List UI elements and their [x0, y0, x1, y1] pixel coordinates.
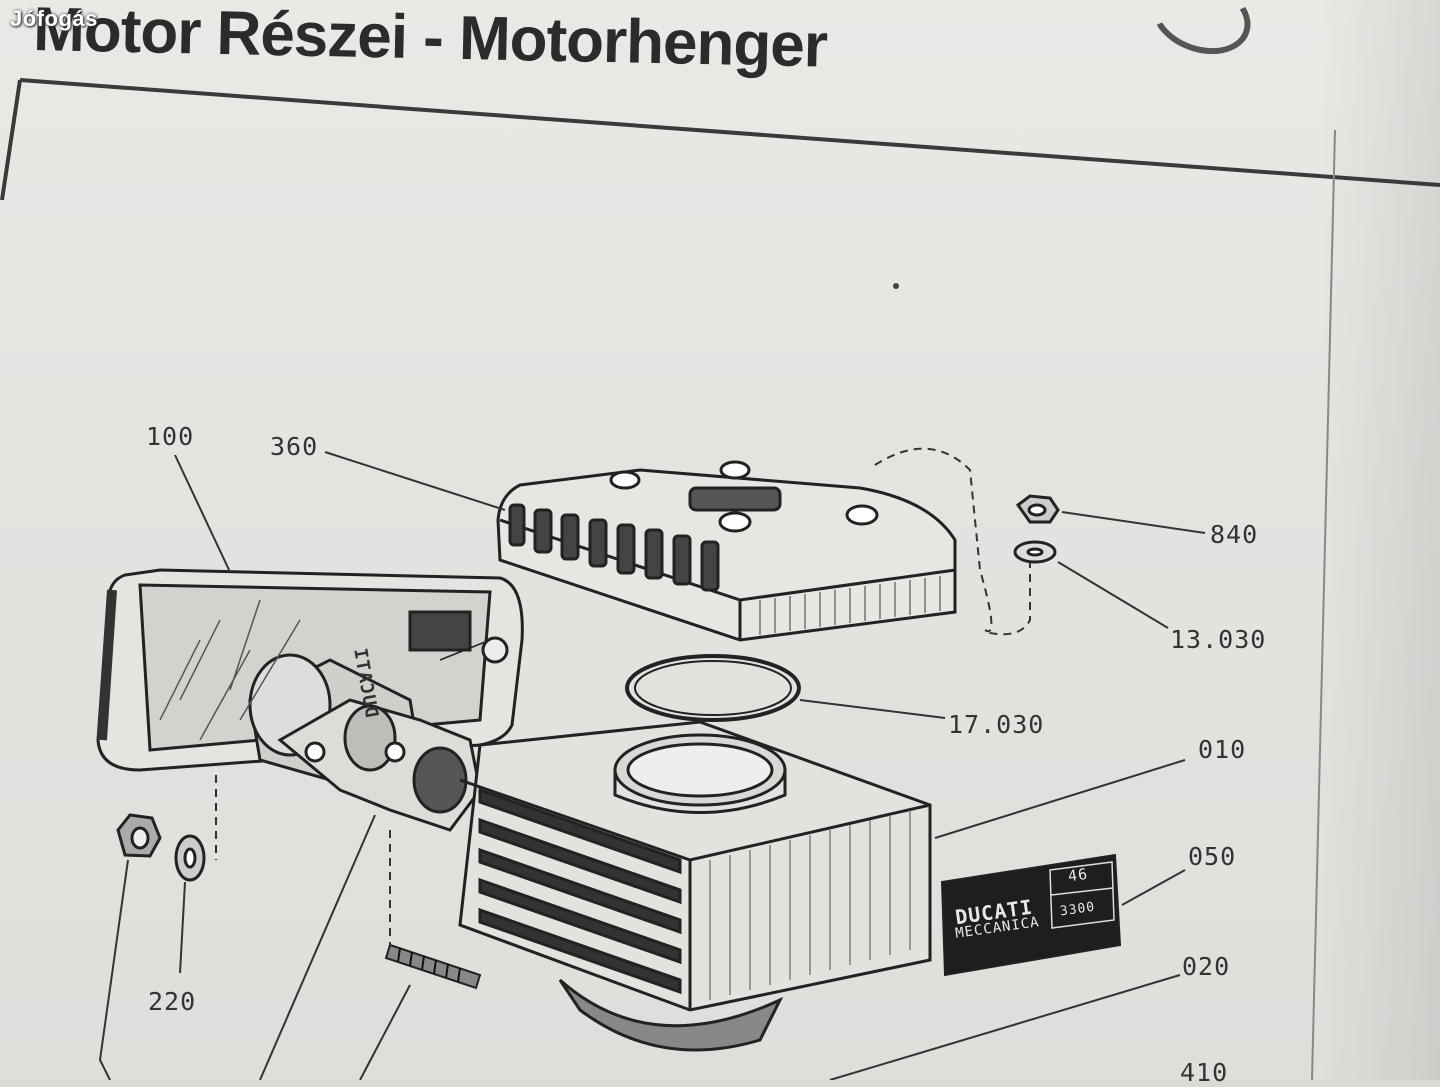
nut-840-part [1015, 494, 1060, 524]
cylinder-head-part [496, 460, 957, 642]
callout-410: 410 [1180, 1058, 1229, 1087]
callout-13030: 13.030 [1170, 625, 1267, 654]
ducati-nameplate [940, 853, 1122, 977]
assembly-indicator [874, 447, 993, 633]
callout-220: 220 [148, 987, 197, 1016]
callout-050: 050 [1188, 842, 1237, 871]
callout-020: 020 [1182, 952, 1231, 981]
washer-220-part [174, 834, 206, 882]
exhaust-flange [277, 698, 482, 832]
nut-220-part [116, 813, 162, 858]
gasket-ring-17030-part [625, 654, 801, 722]
callout-100: 100 [146, 422, 195, 451]
callout-840: 840 [1210, 520, 1259, 549]
diagram-frame [0, 78, 1440, 1080]
callout-010: 010 [1198, 735, 1247, 764]
stud-part [384, 943, 482, 990]
nameplate-num1: 46 [1066, 864, 1090, 886]
callout-360: 360 [270, 432, 319, 461]
callout-17030: 17.030 [948, 710, 1045, 739]
leader-lines [98, 451, 1206, 1080]
cylinder-part [458, 720, 932, 1052]
watermark-logo: Jófogás [10, 6, 98, 31]
washer-13030-part [1013, 540, 1057, 564]
